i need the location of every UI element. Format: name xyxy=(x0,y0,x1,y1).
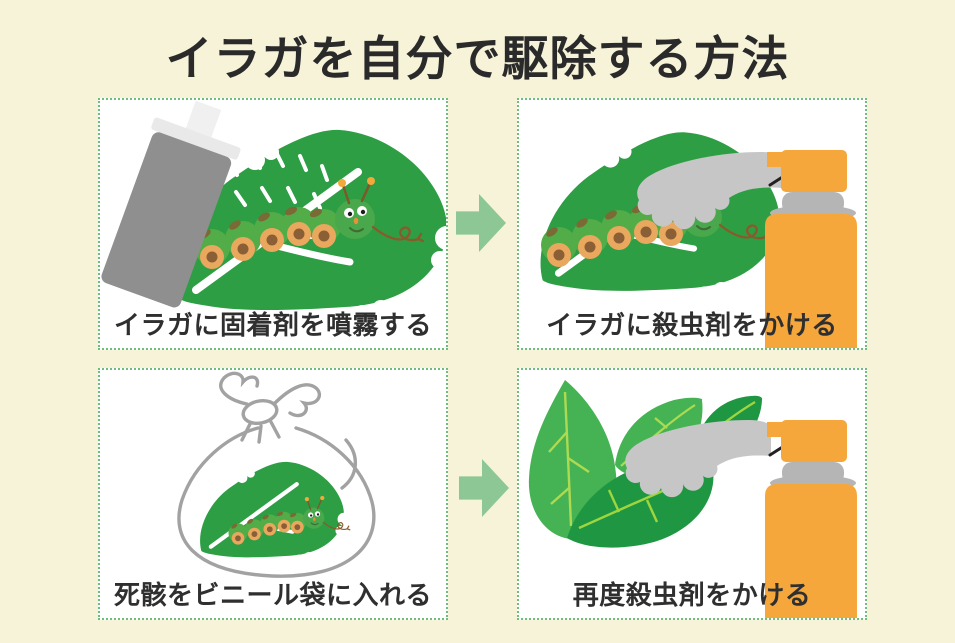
step-4-caption: 再度殺虫剤をかける xyxy=(572,580,812,610)
step-2-panel-insecticide-spray: イラガに殺虫剤をかける xyxy=(517,98,867,350)
page-title: イラガを自分で駆除する方法 xyxy=(165,32,790,85)
step-2-caption: イラガに殺虫剤をかける xyxy=(546,310,838,340)
step-1-panel-fixative-spray: イラガに固着剤を噴霧する xyxy=(98,98,448,350)
plastic-bag-icon xyxy=(177,371,376,578)
step-1-caption: イラガに固着剤を噴霧する xyxy=(113,310,432,340)
step-3-caption: 死骸をビニール袋に入れる xyxy=(113,580,432,610)
gray-spray-can-icon xyxy=(101,100,241,308)
right-arrow-icon xyxy=(459,459,509,517)
step-4-illustration xyxy=(528,380,859,618)
step-4-panel-respray: 再度殺虫剤をかける xyxy=(517,368,867,620)
step-3-illustration xyxy=(177,371,376,578)
step-3-panel-plastic-bag: 死骸をビニール袋に入れる xyxy=(98,368,448,620)
step-1-illustration xyxy=(101,100,446,348)
right-arrow-icon xyxy=(456,194,506,252)
